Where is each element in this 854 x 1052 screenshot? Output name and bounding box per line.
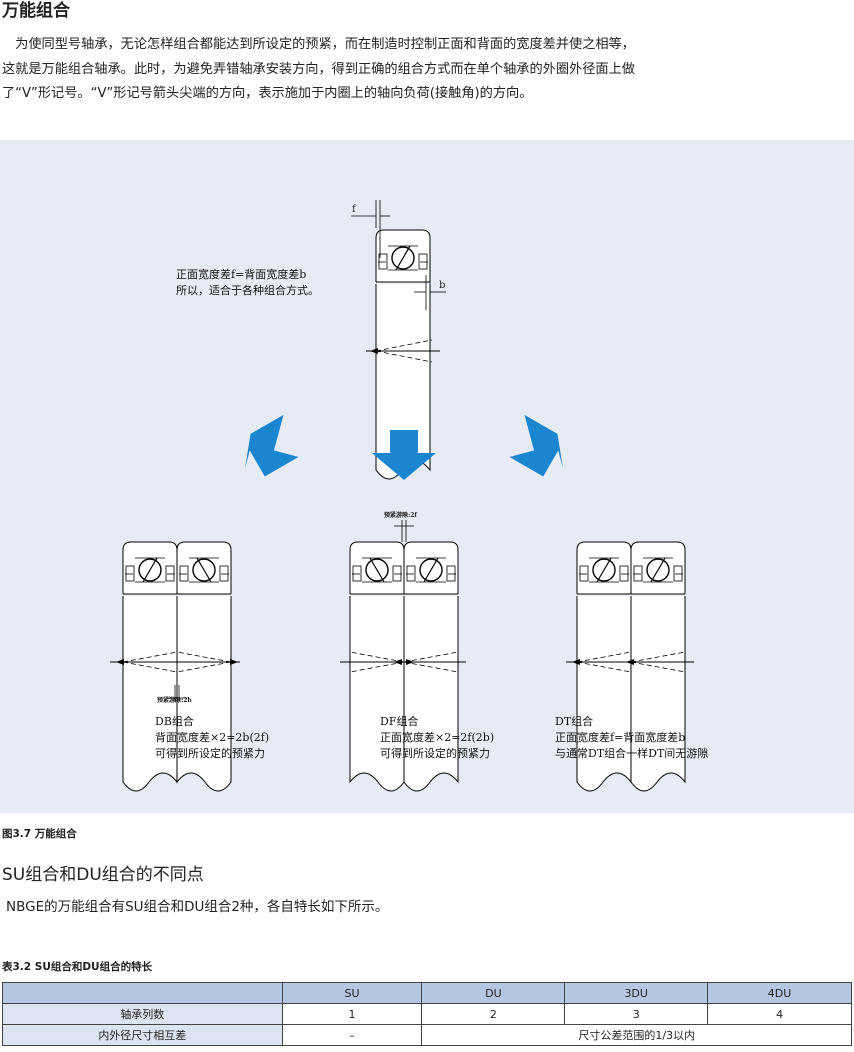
- intro-line-3: 了“V”形记号。“V”形记号箭头尖端的方向，表示施加于内圈上的轴向负荷(接触角)…: [2, 86, 533, 101]
- table-header-cell: SU: [281, 982, 423, 1004]
- db-pair-drawing: [110, 541, 240, 792]
- table-caption: 表3.2 SU组合和DU组合的特长: [2, 961, 153, 973]
- row-label: 内外径尺寸相互差: [2, 1024, 283, 1046]
- table-cell: 4: [707, 1003, 852, 1025]
- single-bearing-note: 正面宽度差f=背面宽度差b 所以，适合于各种组合方式。: [176, 267, 319, 299]
- db-caption: DB组合 背面宽度差×2=2b(2f) 可得到所设定的预紧力: [155, 714, 269, 762]
- table-row: 内外径尺寸相互差 – 尺寸公差范围的1/3以内: [2, 1024, 852, 1046]
- dt-name: DT组合: [555, 715, 594, 728]
- arrow-down-right-icon: [509, 414, 563, 477]
- single-bearing-drawing: [351, 200, 446, 480]
- arrow-down-icon: [372, 430, 436, 480]
- df-line-1: 正面宽度差×2=2f(2b): [380, 731, 495, 744]
- intro-line-1: 为使同型号轴承，无论怎样组合都能达到所设定的预紧，而在制造时控制正面和背面的宽度…: [2, 37, 635, 52]
- table-cell: 1: [281, 1003, 423, 1025]
- su-du-comparison-table: SU DU 3DU 4DU 轴承列数 1 2 3 4 内外径尺寸相互差 – 尺寸…: [2, 982, 852, 1046]
- table-cell: 3: [564, 1003, 709, 1025]
- table-header-cell: 4DU: [707, 982, 852, 1004]
- table-row: 轴承列数 1 2 3 4: [2, 1003, 852, 1025]
- table-cell: –: [281, 1024, 423, 1046]
- db-name: DB组合: [155, 715, 194, 728]
- section-text: NBGE的万能组合有SU组合和DU组合2种，各自特长如下所示。: [6, 899, 389, 915]
- figure-caption: 图3.7 万能组合: [2, 828, 77, 840]
- table-header-cell: 3DU: [564, 982, 709, 1004]
- page-title: 万能组合: [2, 1, 70, 21]
- single-note-line-2: 所以，适合于各种组合方式。: [176, 284, 319, 297]
- df-line-2: 可得到所设定的预紧力: [380, 747, 490, 760]
- f-dimension-label: f: [352, 204, 356, 215]
- dt-caption: DT组合 正面宽度差f=背面宽度差b 与通常DT组合一样DT间无游隙: [555, 714, 708, 762]
- direction-arrows: [245, 414, 563, 480]
- db-line-2: 可得到所设定的预紧力: [155, 747, 265, 760]
- dt-line-2: 与通常DT组合一样DT间无游隙: [555, 747, 709, 760]
- db-line-1: 背面宽度差×2=2b(2f): [155, 731, 270, 744]
- df-gap-label: 预紧游隙:2f: [384, 512, 417, 519]
- row-label: 轴承列数: [2, 1003, 283, 1025]
- arrow-down-left-icon: [245, 414, 299, 477]
- dt-line-1: 正面宽度差f=背面宽度差b: [555, 731, 686, 744]
- b-dimension-label: b: [439, 280, 446, 291]
- dt-pair-drawing: [566, 541, 694, 792]
- table-cell-merged: 尺寸公差范围的1/3以内: [421, 1024, 852, 1046]
- df-name: DF组合: [380, 715, 419, 728]
- db-gap-label: 预紧游隙:2b: [157, 697, 192, 704]
- table-cell: 2: [421, 1003, 566, 1025]
- single-note-line-1: 正面宽度差f=背面宽度差b: [176, 268, 307, 281]
- intro-line-2: 这就是万能组合轴承。此时，为避免弄错轴承安装方向，得到正确的组合方式而在单个轴承…: [2, 61, 635, 77]
- table-header-row: SU DU 3DU 4DU: [2, 982, 852, 1004]
- df-pair-drawing: [340, 520, 466, 792]
- figure-universal-combination: f b 正面宽度差f=背面宽度差b 所以，适合于各种组合方式。 预紧游隙:2b …: [0, 140, 854, 813]
- intro-paragraph: 为使同型号轴承，无论怎样组合都能达到所设定的预紧，而在制造时控制正面和背面的宽度…: [2, 33, 852, 107]
- table-header-cell: [2, 982, 283, 1004]
- df-caption: DF组合 正面宽度差×2=2f(2b) 可得到所设定的预紧力: [380, 714, 494, 762]
- table-header-cell: DU: [421, 982, 566, 1004]
- section-title: SU组合和DU组合的不同点: [2, 865, 204, 885]
- bearing-diagram: [110, 200, 694, 792]
